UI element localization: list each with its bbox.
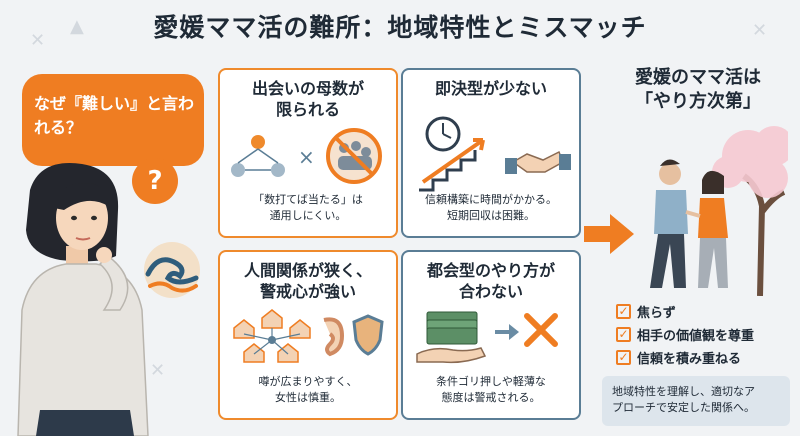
question-mark-text: ? (147, 166, 163, 196)
checkbox-icon: ✓ (616, 349, 631, 365)
conclusion-title: 愛媛のママ活は 「やり方次第」 (635, 67, 761, 112)
card-few-quick-deciders: 即決型が少ない 信頼構築に時間がかかる。 短期回収は困難。 (401, 68, 581, 238)
checklist-item: ✓ 信頼を積み重ねる (616, 346, 754, 368)
card-text: 「数打てば当たる」は 通用しにくい。 (253, 193, 363, 222)
svg-text:×: × (298, 145, 315, 169)
card-text: 条件ゴリ押しや軽薄な 態度は警戒される。 (436, 375, 546, 404)
card-text: 信頼構築に時間がかかる。 短期回収は困難。 (425, 193, 557, 222)
decor-mark: ▲ (70, 16, 84, 37)
card-title: 即決型が少ない (434, 79, 547, 98)
couple-walking-icon (650, 126, 788, 296)
people-network-icon: × (231, 135, 315, 177)
arrow-right-icon (584, 214, 634, 254)
card-title: 出会いの母数が 限られる (251, 79, 364, 119)
house-network-icon (233, 309, 345, 363)
decor-mark: ✕ (30, 30, 46, 51)
conclusion-note: 地域特性を理解し、適切なア プローチで安定した関係へ。 (602, 376, 790, 426)
card-urban-methods-mismatch: 都会型のやり方が 合わない 条件ゴリ押しや軽薄な 態度は警戒される。 (401, 250, 581, 420)
card-title: 人間関係が狭く、 警戒心が強い (243, 261, 372, 301)
money-hand-icon (416, 311, 558, 364)
clock-icon (419, 116, 571, 192)
shield-icon (352, 314, 384, 356)
checklist-item: ✓ 相手の価値観を尊重 (616, 323, 754, 345)
card-title: 都会型のやり方が 合わない (426, 261, 555, 301)
speech-bubble: なぜ『難しい』と言われる？ (22, 74, 204, 166)
crowd-prohibited-icon (326, 128, 382, 184)
checklist-item: ✓ 焦らず (616, 300, 754, 322)
thinking-woman-icon (17, 163, 149, 436)
page-title: 愛媛ママ活の難所：地域特性とミスマッチ (153, 13, 647, 42)
checklist: ✓ 焦らず ✓ 相手の価値観を尊重 ✓ 信頼を積み重ねる (616, 300, 754, 369)
decor-mark: ✕ (752, 20, 768, 41)
cherry-tree-icon (712, 126, 788, 198)
card-text: 噂が広まりやすく、 女性は慎重。 (258, 375, 358, 404)
checkbox-icon: ✓ (616, 303, 631, 319)
card-narrow-relationships: 人間関係が狭く、 警戒心が強い 噂が広まりやすく、 女性は慎重。 (218, 250, 398, 420)
wave-icon (144, 242, 200, 298)
card-limited-encounters: 出会いの母数が 限られる × 「数打てば当たる」は 通用しにくい。 (218, 68, 398, 238)
speech-bubble-text: なぜ『難しい』と言われる？ (34, 94, 195, 137)
question-bubble: ? (132, 158, 178, 204)
decor-mark: ✕ (150, 360, 166, 381)
checkbox-icon: ✓ (616, 326, 631, 342)
